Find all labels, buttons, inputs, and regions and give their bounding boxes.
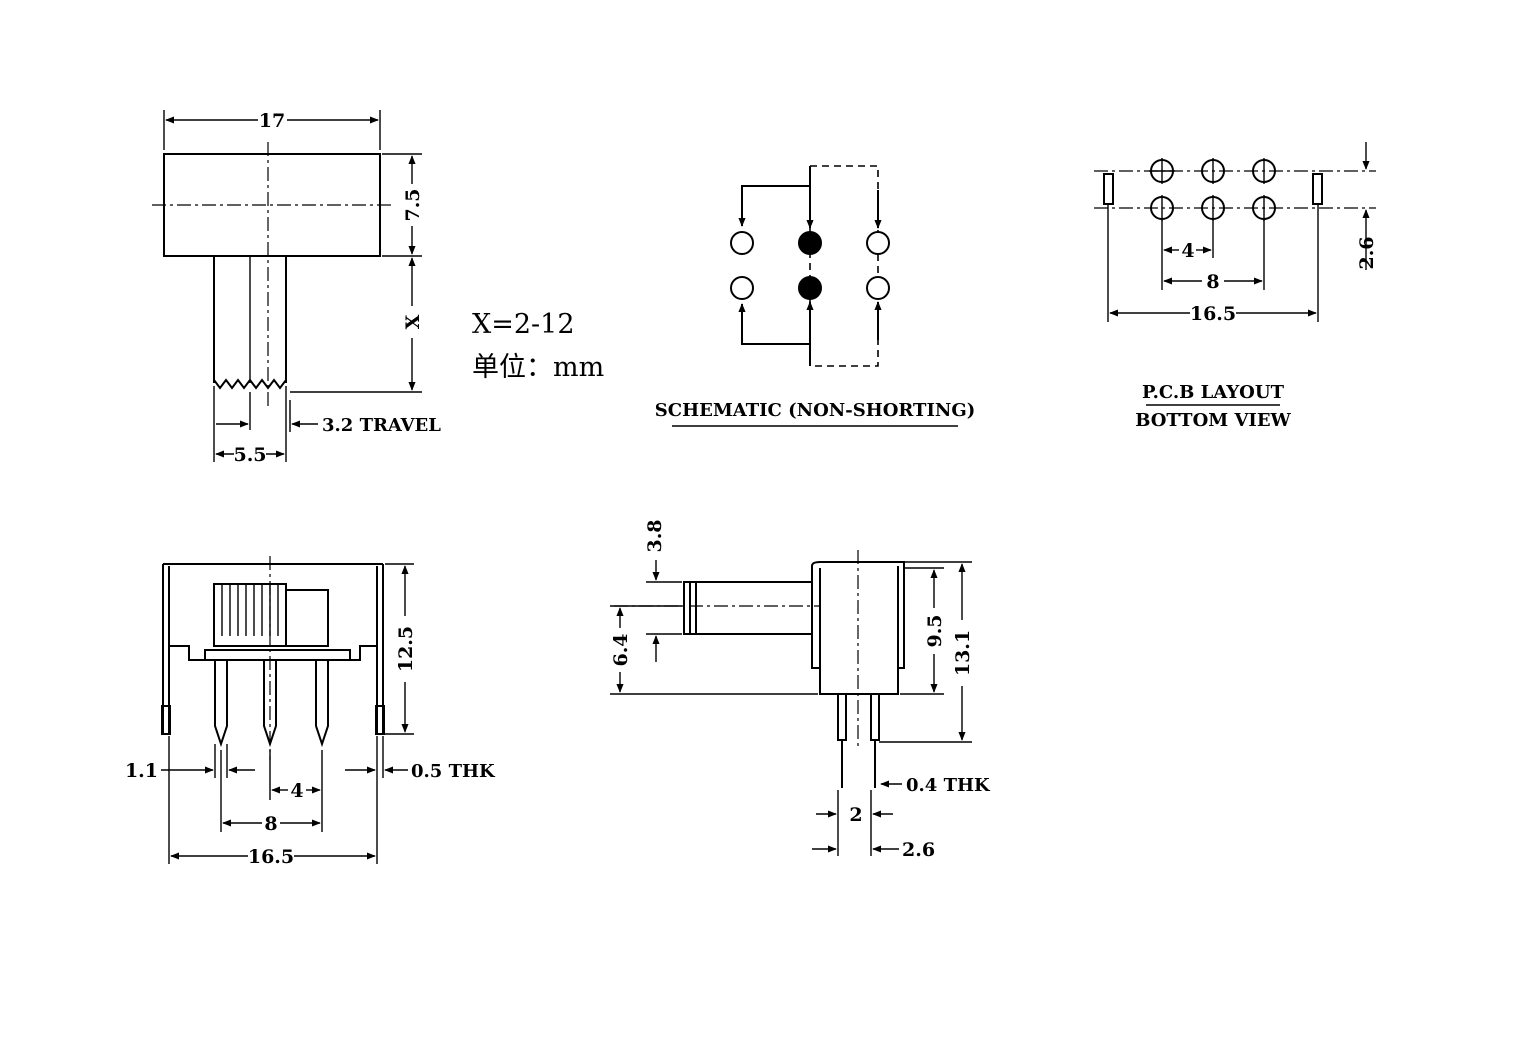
pin [315, 660, 329, 748]
front-dim-pitch-4: 4 [290, 780, 303, 802]
pin [214, 660, 228, 748]
dim-actuator-width-5-5: 5.5 [233, 444, 266, 466]
pcb-dim-overall-16-5: 16.5 [1190, 303, 1236, 325]
dim-actuator-x: X [402, 314, 424, 329]
actuator-outline [213, 256, 287, 383]
pcb-title-line1: P.C.B LAYOUT [1142, 382, 1285, 403]
front-dim-height-12-5: 12.5 [395, 626, 417, 672]
housing-base [169, 645, 377, 661]
side-body [811, 561, 905, 695]
mounting-slot [1312, 173, 1323, 205]
dim-width-17: 17 [259, 110, 285, 132]
side-dim-actuator-3-8: 3.8 [644, 519, 666, 552]
pcb-layout-view: 4 8 16.5 2.6 P.C.B LAYOUT BOTTOM VIEW [1094, 142, 1378, 431]
frame-tab-right [375, 705, 385, 735]
schematic-title: SCHEMATIC (NON-SHORTING) [655, 400, 975, 421]
side-dim-thk-0-4: 0.4 THK [906, 775, 991, 796]
front-view: 12.5 1.1 0.5 THK 4 8 16.5 [125, 556, 496, 868]
terminal-common [798, 231, 822, 255]
terminal-open [730, 231, 754, 255]
frame-tab-left [161, 705, 171, 735]
pcb-dim-pitch-4: 4 [1181, 240, 1194, 262]
dim-height-7-5: 7.5 [402, 188, 424, 221]
front-dim-overall-16-5: 16.5 [248, 846, 294, 868]
contact-arrow [738, 303, 810, 345]
schematic-view: SCHEMATIC (NON-SHORTING) [655, 165, 975, 427]
pin [263, 660, 277, 748]
mounting-slot [1103, 173, 1114, 205]
unit-note: X=2-12 单位：mm [472, 309, 604, 383]
side-dim-pin-2: 2 [849, 804, 862, 826]
hole-crosshairs [1149, 158, 1265, 221]
side-actuator [683, 581, 813, 635]
side-dim-overall-13-1: 13.1 [952, 630, 974, 676]
actuator-break-line [213, 378, 287, 390]
side-pin [837, 693, 847, 741]
x-range-note: X=2-12 [472, 309, 575, 340]
pcb-dim-row-2-6: 2.6 [1356, 236, 1378, 269]
terminal-open [866, 231, 890, 255]
front-dim-span-8: 8 [264, 813, 277, 835]
terminal-open [730, 276, 754, 300]
terminal-open [866, 276, 890, 300]
dim-travel-3-2: 3.2 TRAVEL [322, 415, 441, 436]
side-dim-offset-2-6: 2.6 [902, 839, 935, 861]
side-pin [870, 693, 880, 741]
top-view: 17 7.5 X 5.5 3.2 TRAVEL [152, 110, 441, 466]
contact-arrow [738, 185, 810, 227]
front-dim-thk-0-5: 0.5 THK [411, 761, 496, 782]
slider-contact-dashed [809, 165, 879, 367]
actuator-body [213, 583, 287, 647]
pcb-title-line2: BOTTOM VIEW [1135, 410, 1291, 431]
terminal-common [798, 276, 822, 300]
front-dim-pin-1-1: 1.1 [125, 760, 158, 782]
actuator-body-side [285, 589, 329, 647]
side-view: 9.5 13.1 3.8 6.4 0.4 THK 2 2.6 [610, 519, 991, 861]
unit-label: 单位：mm [472, 352, 604, 383]
side-dim-offset-6-4: 6.4 [610, 633, 632, 666]
side-dim-body-9-5: 9.5 [924, 614, 946, 647]
pcb-dim-span-8: 8 [1206, 271, 1219, 293]
